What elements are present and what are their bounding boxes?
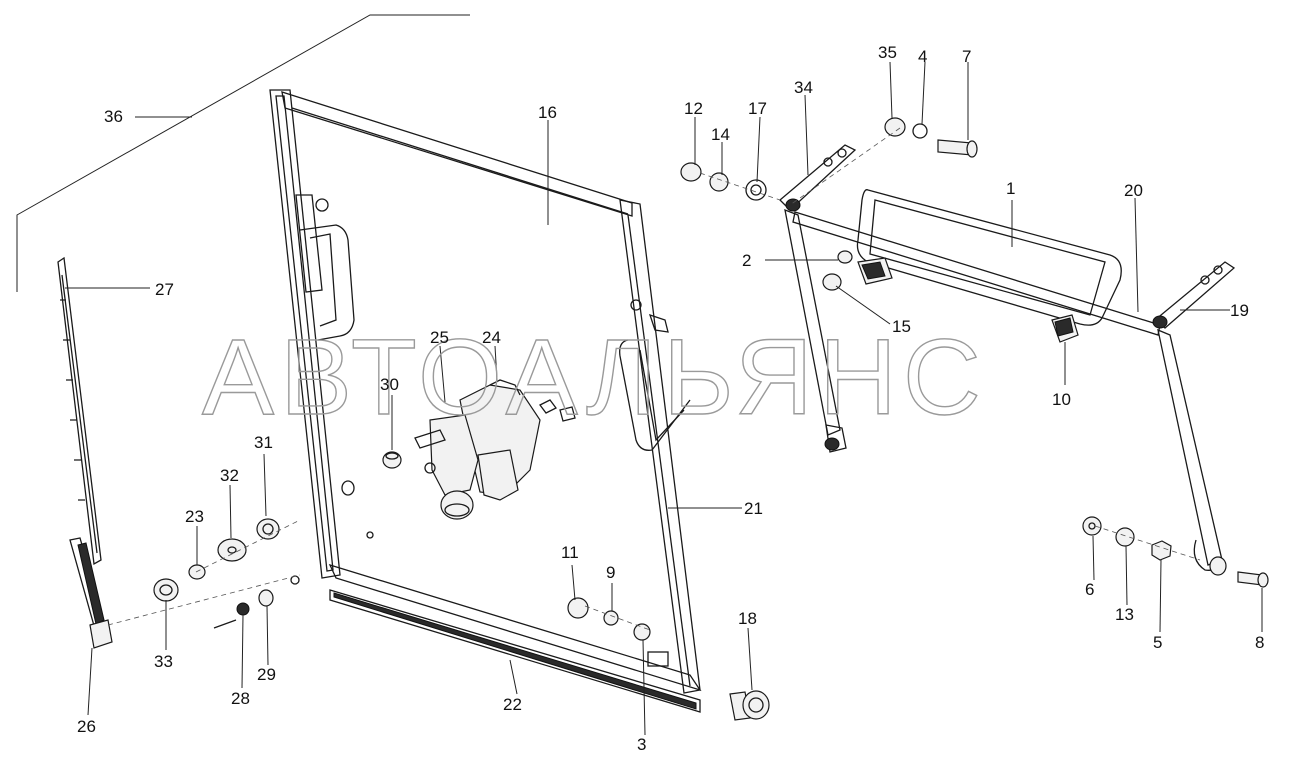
wiper-blade-27 xyxy=(57,256,102,566)
callout-25: 25 xyxy=(430,328,449,347)
wiper-arm-26 xyxy=(69,537,113,649)
callout-31: 31 xyxy=(254,433,273,452)
callout-9: 9 xyxy=(606,563,615,582)
callout-33: 33 xyxy=(154,652,173,671)
callout-4: 4 xyxy=(918,47,927,66)
watermark-text: АВТОАЛЬЯНС xyxy=(202,316,987,437)
callout-14: 14 xyxy=(711,125,730,144)
star-washer-17 xyxy=(745,179,767,201)
callout-11: 11 xyxy=(561,543,579,562)
callout-27: 27 xyxy=(155,280,174,299)
cap-33 xyxy=(153,578,179,602)
window-frame-16 xyxy=(269,89,702,694)
callout-13: 13 xyxy=(1115,605,1134,624)
bushing-11 xyxy=(567,597,589,619)
callout-26: 26 xyxy=(77,717,96,736)
bushing-13 xyxy=(1115,527,1135,547)
callout-17: 17 xyxy=(748,99,767,118)
callout-30: 30 xyxy=(380,375,399,394)
callout-32: 32 xyxy=(220,466,239,485)
nut-5 xyxy=(1151,540,1172,561)
bracket-19 xyxy=(1152,261,1236,571)
callout-34: 34 xyxy=(794,78,813,97)
washer-3 xyxy=(633,623,651,641)
callout-2: 2 xyxy=(742,251,751,270)
callout-35: 35 xyxy=(878,43,897,62)
wiper-motor-24 xyxy=(414,379,576,520)
callout-20: 20 xyxy=(1124,181,1143,200)
callout-21: 21 xyxy=(744,499,763,518)
callout-18: 18 xyxy=(738,609,757,628)
callout-28: 28 xyxy=(231,689,250,708)
clamp-10 xyxy=(1051,314,1079,343)
assembly-axes xyxy=(107,127,1201,631)
bolt-28 xyxy=(213,602,250,629)
callout-5: 5 xyxy=(1153,633,1162,652)
callout-labels: 1 2 3 4 5 6 7 8 9 10 11 12 13 14 15 16 1… xyxy=(77,43,1264,754)
callout-15: 15 xyxy=(892,317,911,336)
bolt-7 xyxy=(937,139,978,158)
group-bracket-36 xyxy=(16,14,470,292)
bumper-18 xyxy=(729,690,770,721)
callout-22: 22 xyxy=(503,695,522,714)
callout-10: 10 xyxy=(1052,390,1071,409)
part-14 xyxy=(709,172,729,192)
callout-12: 12 xyxy=(684,99,703,118)
seal-strip-22 xyxy=(329,589,701,713)
callout-16: 16 xyxy=(538,103,557,122)
callout-29: 29 xyxy=(257,665,276,684)
callout-8: 8 xyxy=(1255,633,1264,652)
callout-36: 36 xyxy=(104,107,123,126)
bushing-29 xyxy=(258,575,300,607)
nut-31 xyxy=(256,518,280,540)
leader-lines xyxy=(65,61,1263,736)
grommet-30 xyxy=(382,451,402,469)
callout-19: 19 xyxy=(1230,301,1249,320)
callout-1: 1 xyxy=(1006,179,1015,198)
washer-6 xyxy=(1082,516,1102,536)
washer-32 xyxy=(217,538,247,562)
crossbar-20 xyxy=(792,211,1161,336)
washer-35 xyxy=(884,117,906,137)
bolt-8 xyxy=(1237,571,1269,588)
sun-visor-1 xyxy=(856,189,1122,326)
washer-19b xyxy=(1209,556,1227,576)
lock-washer-4 xyxy=(912,123,928,139)
callout-7: 7 xyxy=(962,47,971,66)
callout-23: 23 xyxy=(185,507,204,526)
part-12 xyxy=(680,162,702,182)
nut-23 xyxy=(188,564,206,580)
clamp-2 xyxy=(837,250,893,285)
callout-6: 6 xyxy=(1085,580,1094,599)
callout-24: 24 xyxy=(482,328,501,347)
nut-9 xyxy=(603,610,619,626)
callout-3: 3 xyxy=(637,735,646,754)
bracket-34 xyxy=(779,144,857,453)
